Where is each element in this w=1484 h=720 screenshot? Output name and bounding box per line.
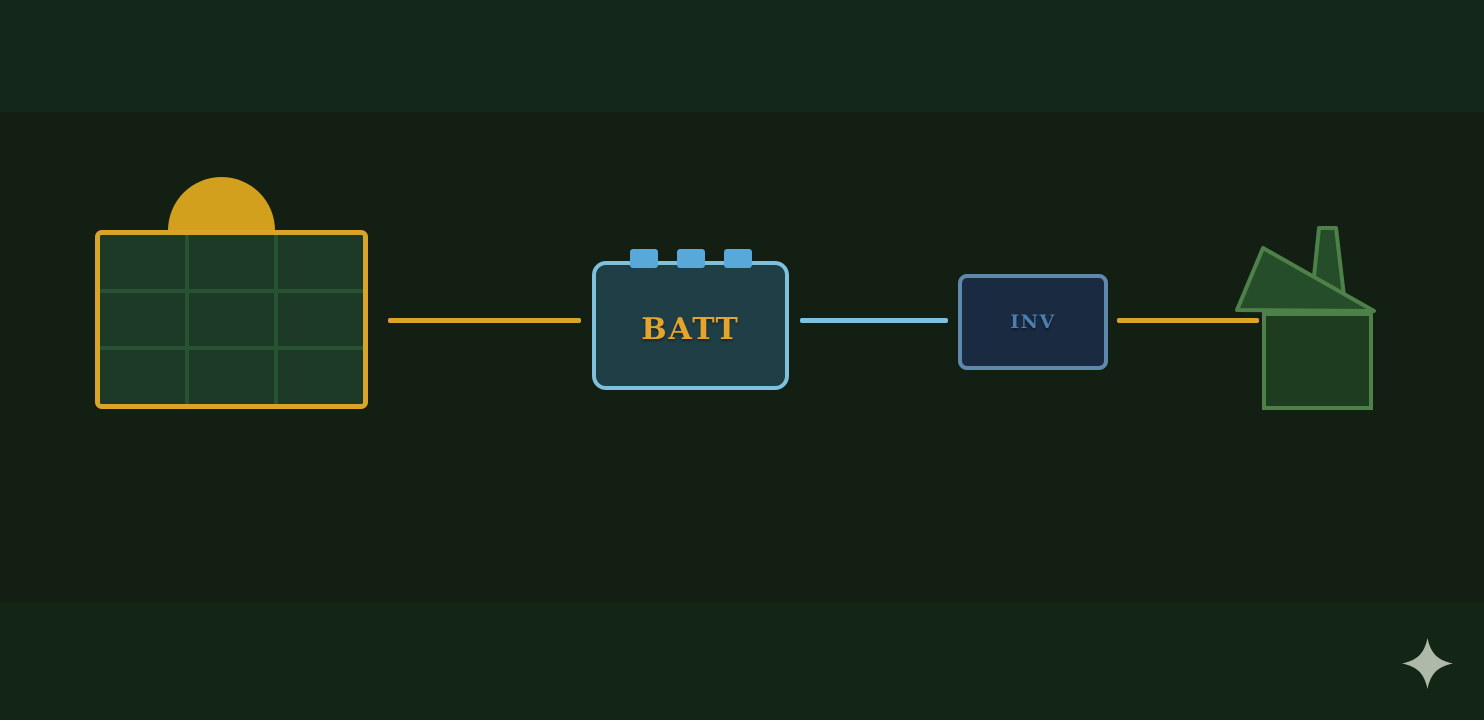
solar-panel-cell xyxy=(100,292,185,347)
inverter-label: INV xyxy=(1010,311,1056,333)
solar-panel-cell xyxy=(278,350,363,404)
inverter-node: INV xyxy=(958,274,1108,370)
background-band-bottom xyxy=(0,602,1484,720)
solar-panel-cell xyxy=(100,350,185,404)
solar-panel-cell xyxy=(189,235,274,289)
wire-panel-to-battery xyxy=(388,318,581,323)
battery-terminal-icon xyxy=(724,249,752,268)
battery-terminal-icon xyxy=(630,249,658,268)
background-band-top xyxy=(0,0,1484,112)
solar-panel-node xyxy=(95,230,368,409)
wire-battery-to-inverter xyxy=(800,318,948,323)
solar-panel-cell xyxy=(189,292,274,347)
solar-panel-cell xyxy=(100,235,185,289)
solar-panel-cell xyxy=(278,235,363,289)
solar-panel-grid xyxy=(100,235,363,404)
sun-icon xyxy=(168,177,275,231)
wire-inverter-to-house xyxy=(1117,318,1259,323)
house-roof xyxy=(1235,246,1376,313)
battery-terminal-icon xyxy=(677,249,705,268)
solar-panel-cell xyxy=(189,350,274,404)
house-node xyxy=(1230,220,1380,415)
house-body xyxy=(1262,312,1373,410)
battery-node: BATT xyxy=(592,261,789,390)
battery-label: BATT xyxy=(641,312,740,347)
solar-panel-cell xyxy=(278,292,363,347)
sparkle-icon xyxy=(1402,638,1453,693)
